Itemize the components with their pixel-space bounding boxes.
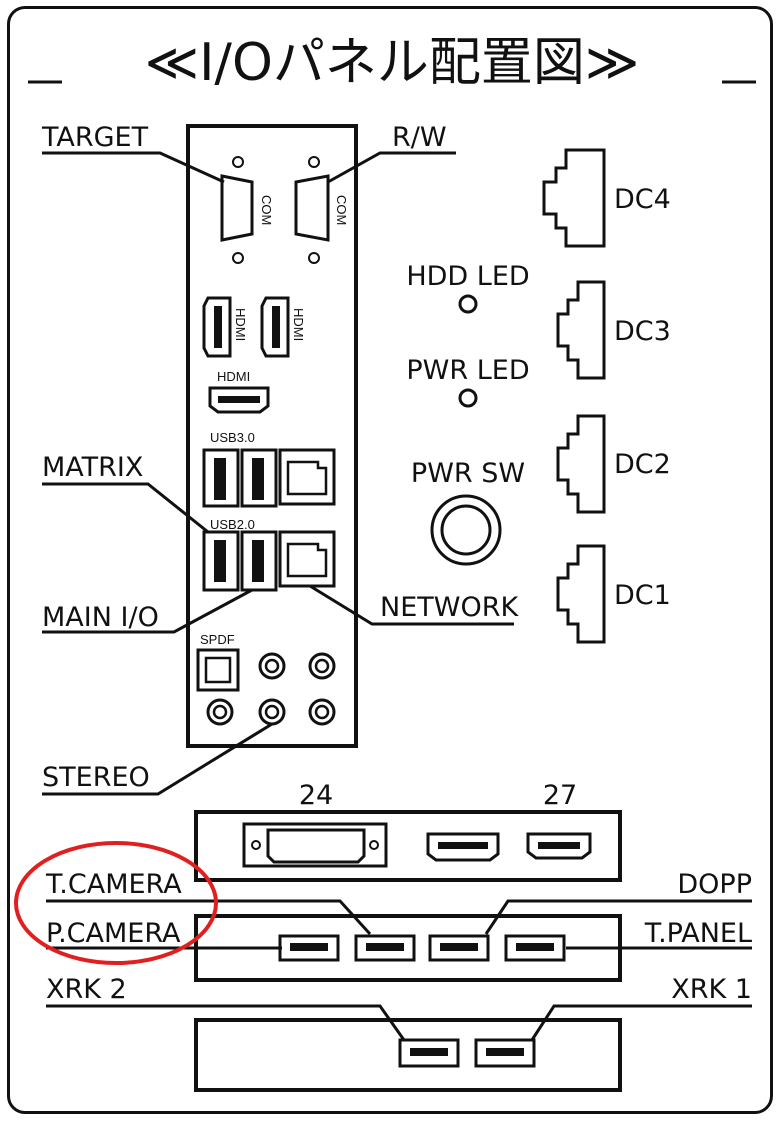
- spdf-port: [196, 648, 240, 692]
- label-dc3: DC3: [614, 316, 671, 347]
- page-title: ≪I/Oパネル配置図≫: [145, 33, 640, 93]
- label-xrk1: XRK 1: [671, 974, 752, 1005]
- label-stereo: STEREO: [42, 762, 150, 793]
- label-24: 24: [299, 780, 333, 811]
- leader-xrk1: [530, 1004, 752, 1041]
- label-matrix: MATRIX: [42, 452, 143, 483]
- label-network: NETWORK: [380, 592, 519, 623]
- highlight-ellipse: [14, 841, 218, 965]
- label-hdd-led: HDD LED: [406, 261, 529, 292]
- label-main-io: MAIN I/O: [42, 602, 159, 633]
- label-dc2: DC2: [614, 449, 671, 480]
- leader-dopp: [484, 899, 752, 935]
- label-rw: R/W: [392, 122, 447, 153]
- hdmi-label-1: HDMI: [233, 308, 248, 341]
- dc3-connector: DC3: [556, 280, 671, 380]
- label-target: TARGET: [41, 122, 149, 153]
- leader-network: [309, 584, 514, 626]
- power-switch: [430, 494, 502, 566]
- dc4-connector: DC4: [542, 148, 671, 248]
- com-port-rw: COM: [294, 156, 349, 264]
- dvi-port: [242, 822, 388, 868]
- hdd-led-indicator: [458, 294, 478, 314]
- label-t-panel: T.PANEL: [644, 918, 752, 949]
- monitor-block: [194, 810, 622, 882]
- label-dopp: DOPP: [677, 869, 752, 900]
- lan-port-2: [278, 530, 336, 588]
- hdmi-port-2: HDMI: [260, 296, 306, 358]
- leader-xrk2: [46, 1004, 406, 1041]
- hdmi-port-27: [526, 832, 592, 860]
- hdmi-label-2: HDMI: [291, 308, 306, 341]
- usb30-label: USB3.0: [210, 430, 255, 445]
- hdmi-port-1: HDMI: [202, 296, 248, 358]
- lan-port-1: [278, 448, 336, 506]
- label-t-camera: T.CAMERA: [45, 869, 182, 900]
- camera-block: [194, 914, 622, 982]
- dc1-connector: DC1: [556, 544, 671, 644]
- label-27: 27: [543, 780, 577, 811]
- leader-rw: [327, 151, 456, 184]
- usb30-ports: [202, 448, 278, 508]
- leader-matrix: [42, 482, 209, 534]
- usb20-ports: [202, 530, 278, 592]
- xrk-block: [194, 1018, 622, 1092]
- main-io-block: [186, 124, 358, 748]
- label-p-camera: P.CAMERA: [46, 918, 181, 949]
- xrk-usb-ports: [398, 1038, 536, 1068]
- hdmi-label-3: HDMI: [217, 369, 250, 384]
- dc2-connector: DC2: [556, 414, 671, 514]
- leader-stereo: [42, 722, 273, 796]
- label-xrk2: XRK 2: [46, 974, 127, 1005]
- hdmi-port-24: [426, 832, 500, 862]
- com-port-target: COM: [220, 156, 274, 264]
- leader-t-camera: [46, 899, 372, 936]
- label-pwr-sw: PWR SW: [411, 458, 525, 489]
- leader-target: [42, 151, 225, 184]
- label-pwr-led: PWR LED: [406, 355, 529, 386]
- label-dc4: DC4: [614, 184, 671, 215]
- com-label-2: COM: [334, 195, 349, 225]
- label-dc1: DC1: [614, 580, 671, 611]
- panel-frame: [7, 6, 773, 1114]
- usb20-label: USB2.0: [210, 517, 255, 532]
- hdmi-port-3: HDMI: [208, 369, 270, 414]
- com-label-1: COM: [259, 195, 274, 225]
- leader-main-io: [42, 588, 253, 634]
- spdf-label: SPDF: [200, 632, 235, 647]
- camera-usb-ports: [278, 934, 566, 962]
- pwr-led-indicator: [458, 388, 478, 408]
